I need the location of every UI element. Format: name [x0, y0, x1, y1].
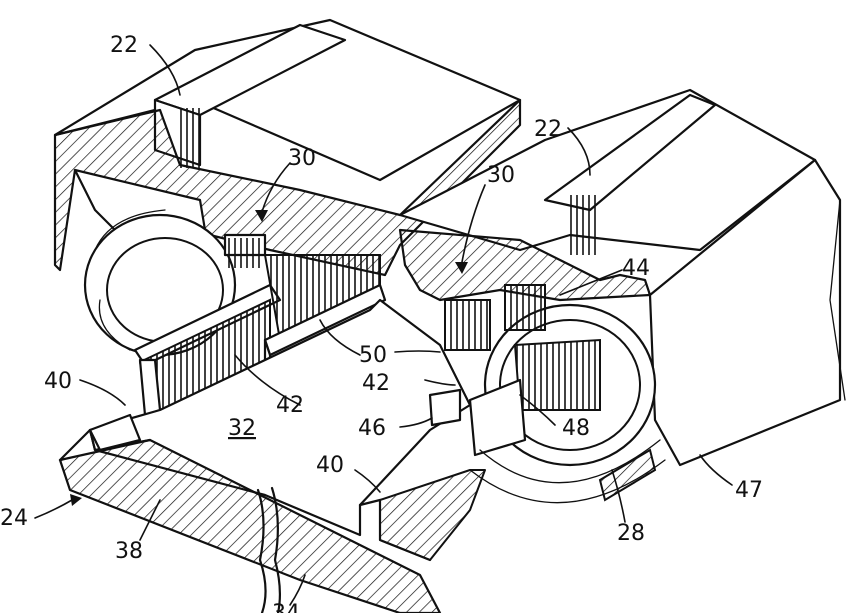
leader-50 — [394, 350, 441, 353]
label-22-left: 22 — [110, 33, 138, 58]
label-40-left: 40 — [44, 369, 72, 394]
label-38: 38 — [115, 539, 143, 564]
leader-22a — [149, 44, 181, 96]
leader-30b — [461, 184, 486, 263]
leader-28 — [611, 469, 626, 523]
leader-38 — [139, 499, 161, 541]
label-30-left: 30 — [288, 146, 316, 171]
reference-numerals: 22 22 30 30 44 50 42 42 40 40 32 46 48 4… — [0, 33, 763, 613]
leader-22b — [567, 127, 591, 176]
right-tube — [428, 284, 666, 504]
leader-34 — [289, 574, 306, 606]
leader-50-left — [319, 319, 361, 356]
label-42-right: 42 — [362, 371, 390, 396]
arrow-24 — [70, 494, 82, 506]
upper-housing-right — [398, 88, 846, 467]
leader-24 — [34, 499, 73, 519]
leader-lines — [34, 44, 733, 606]
arrow-30b — [455, 262, 468, 274]
base-floor — [58, 298, 486, 613]
label-24: 24 — [0, 506, 28, 531]
label-34: 34 — [272, 601, 300, 613]
label-44: 44 — [622, 256, 650, 281]
label-32: 32 — [228, 416, 256, 441]
label-46: 46 — [358, 416, 386, 441]
label-48: 48 — [562, 416, 590, 441]
rib-shading — [180, 108, 200, 168]
leader-47 — [699, 454, 733, 486]
leader-30a — [261, 162, 291, 213]
label-28: 28 — [617, 521, 645, 546]
leader-44 — [559, 269, 623, 296]
label-42-left: 42 — [276, 393, 304, 418]
label-22-right: 22 — [534, 117, 562, 142]
left-fin-bank — [133, 233, 387, 417]
label-50: 50 — [359, 343, 387, 368]
label-47: 47 — [735, 478, 763, 503]
fin-stub — [228, 238, 263, 268]
arrow-30a — [255, 210, 268, 222]
leader-42b — [424, 379, 456, 386]
label-40-right: 40 — [316, 453, 344, 478]
leader-42a — [234, 354, 301, 406]
rib-shading-right — [570, 195, 600, 255]
leader-46 — [399, 417, 433, 428]
label-30-right: 30 — [487, 163, 515, 188]
leader-48 — [519, 394, 556, 426]
leader-40b — [354, 469, 381, 493]
leader-40a — [79, 379, 126, 406]
